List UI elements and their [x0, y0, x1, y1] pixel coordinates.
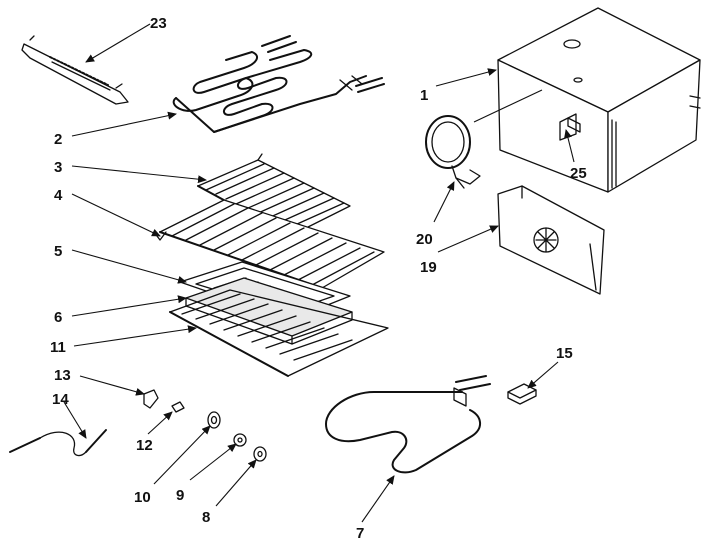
leader-9 [189, 443, 237, 481]
part-19-fan-cover [497, 185, 605, 295]
callout-10: 10 [134, 489, 151, 506]
leader-1 [435, 68, 497, 87]
leader-23 [85, 23, 151, 63]
callout-19: 19 [420, 259, 437, 276]
callout-11: 11 [50, 339, 66, 356]
callout-12: 12 [136, 437, 153, 454]
callout-6: 6 [54, 309, 62, 326]
part-23-vent-bracket [21, 35, 129, 105]
leader-8 [215, 459, 257, 507]
callout-15: 15 [556, 345, 573, 362]
callout-20: 20 [416, 231, 433, 248]
leader-13 [79, 375, 145, 396]
leader-20 [433, 181, 455, 223]
leader-2 [71, 111, 177, 137]
callout-2: 2 [54, 131, 62, 148]
leader-19 [437, 225, 499, 253]
callout-labels: 23 2 3 4 5 6 11 13 14 12 10 9 8 7 15 1 2… [50, 15, 587, 542]
leader-3 [71, 165, 207, 184]
part-9-washer [233, 433, 247, 447]
leader-5 [71, 249, 187, 284]
leader-6 [71, 295, 187, 317]
part-2-broil-element [172, 35, 385, 133]
leader-7 [361, 475, 395, 523]
callout-7: 7 [356, 525, 364, 542]
part-13-clip [143, 389, 159, 409]
part-7-bake-element [325, 375, 491, 474]
part-10-knob [207, 411, 221, 429]
part-8-nut [253, 446, 267, 462]
callout-3: 3 [54, 159, 62, 176]
callout-9: 9 [176, 487, 184, 504]
callout-13: 13 [54, 367, 71, 384]
leader-11 [73, 325, 197, 347]
part-12-pin [171, 401, 185, 413]
callout-8: 8 [202, 509, 210, 526]
leader-4 [71, 193, 161, 237]
callout-14: 14 [52, 391, 69, 408]
callout-25: 25 [570, 165, 587, 182]
part-6-broiler-pan [185, 277, 353, 345]
leader-lines [63, 23, 575, 523]
part-15-terminal-block [507, 383, 537, 405]
part-11-bottom-rack [169, 289, 389, 377]
leader-14 [63, 401, 87, 439]
leader-10 [153, 425, 211, 485]
part-14-meat-probe [9, 429, 107, 457]
callout-4: 4 [54, 187, 63, 204]
leader-12 [147, 411, 173, 435]
callout-23: 23 [150, 15, 167, 32]
leader-25 [564, 129, 575, 163]
callout-5: 5 [54, 243, 62, 260]
part-20-convection-element [425, 115, 481, 189]
part-25-bracket [567, 117, 581, 133]
callout-1: 1 [420, 87, 428, 104]
leader-1-box [473, 89, 543, 123]
leader-15 [527, 361, 559, 389]
part-1-oven-cavity [497, 7, 701, 193]
